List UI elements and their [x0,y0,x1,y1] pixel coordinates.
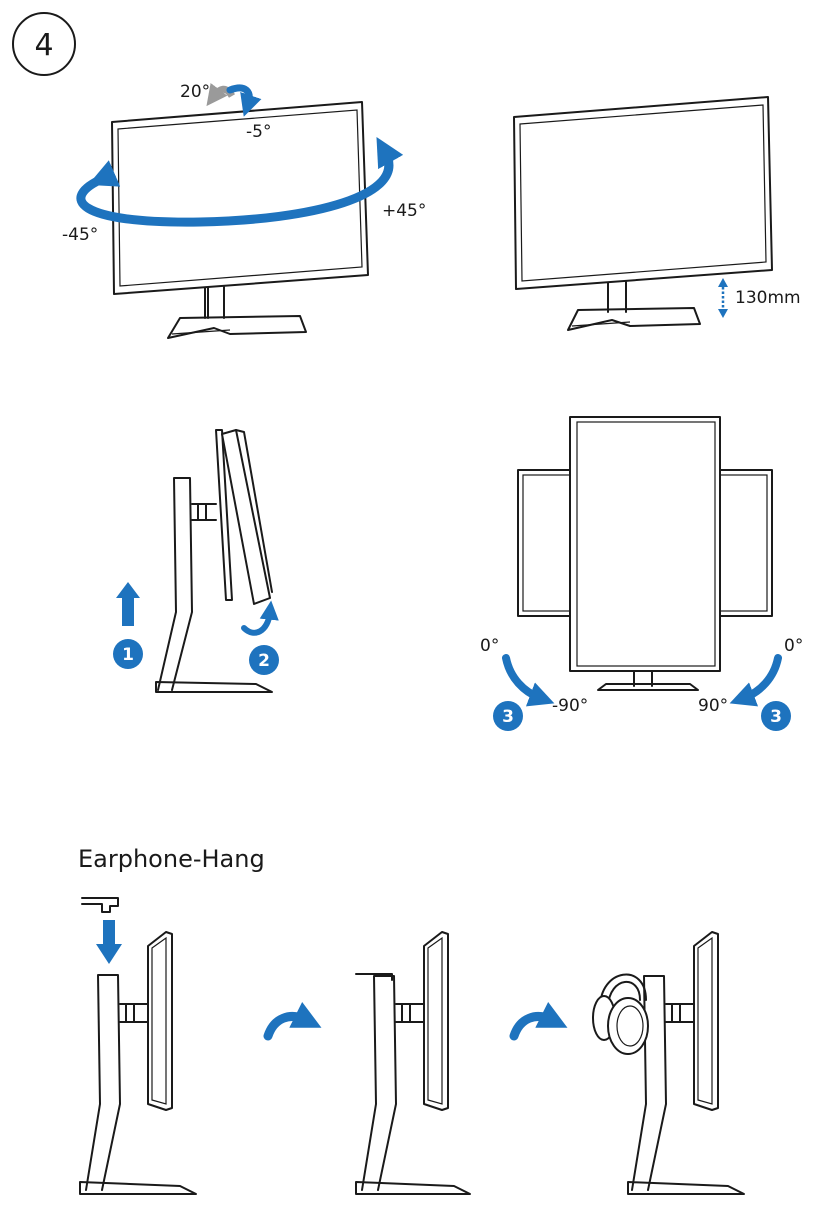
pivot-left-start: 0° [480,636,499,656]
tilt-swivel-panel: 20° -5° -45° +45° [62,82,426,339]
height-panel: 130mm [513,96,801,331]
tilt-release-arrow [241,600,279,636]
monitor-front-2 [513,96,773,331]
step3-left-badge: 3 [493,701,523,731]
next-step-arrow-1 [263,1001,322,1041]
pivot-right-arrow [729,654,782,707]
removal-panel: 1 2 [113,429,279,693]
height-label: 130mm [735,288,801,308]
tilt-down-label: -5° [246,122,271,142]
pivot-right-start: 0° [784,636,803,656]
earphone-title: Earphone-Hang [78,845,265,873]
step2-badge: 2 [249,645,279,675]
step1-badge: 1 [113,639,143,669]
monitor-side-removal [155,429,273,693]
step-number: 4 [34,28,53,63]
tilt-down-arrow [226,84,262,117]
lift-up-arrow [116,582,140,626]
height-arrow [718,278,728,318]
pivot-panel: 0° -90° 0° 90° 3 3 [480,416,803,731]
tilt-up-label: 20° [180,82,210,102]
tilt-up-arrow [206,82,236,107]
pivot-right-end: 90° [698,696,728,716]
swivel-right-label: +45° [382,201,426,221]
insert-down-arrow [96,920,122,964]
step3-left-number: 3 [502,707,514,727]
step1-number: 1 [122,645,134,665]
stand-side-1 [79,931,197,1195]
step3-right-number: 3 [770,707,782,727]
stand-side-2 [355,931,471,1195]
swivel-arrow [76,136,404,227]
stand-side-3 [627,931,745,1195]
pivot-left-end: -90° [552,696,588,716]
swivel-left-label: -45° [62,225,98,245]
step-badge: 4 [12,12,76,76]
step2-number: 2 [258,651,270,671]
monitor-portrait [569,416,721,691]
headphones-icon [592,973,649,1055]
step3-right-badge: 3 [761,701,791,731]
pivot-left-arrow [502,654,555,707]
earphone-hook-part [81,897,119,913]
next-step-arrow-2 [509,1001,568,1041]
